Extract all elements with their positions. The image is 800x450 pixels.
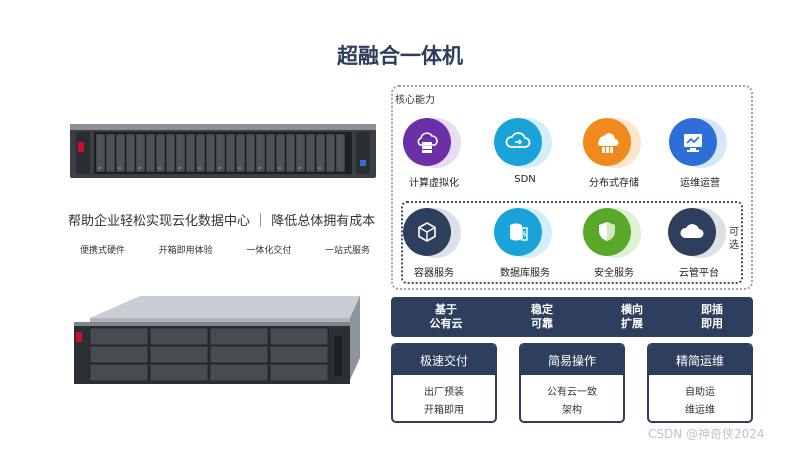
capability-sdn: SDN [480, 118, 570, 185]
database-icon [494, 208, 542, 256]
core-capability-label: 核心能力 [395, 95, 435, 106]
capability-label: 运维运营 [680, 178, 720, 189]
capability-ops: 运维运营 [655, 118, 745, 189]
capability-label: 安全服务 [594, 268, 634, 279]
cloud-sync-icon [494, 118, 542, 166]
feature-list: 便携式硬件 开箱即用体验 一体化交付 一站式服务 [80, 243, 370, 256]
advantage-item: 横向扩展 [621, 303, 643, 330]
capability-security-service: 安全服务 [569, 208, 659, 279]
watermark: CSDN @神奇侠2024 [648, 427, 765, 441]
monitor-icon [669, 118, 717, 166]
advantage-item: 稳定可靠 [531, 303, 553, 330]
benefit-body: 出厂预装开箱即用 [424, 387, 464, 416]
core-capability-panel [391, 85, 753, 290]
cloud-icon [668, 208, 716, 256]
capability-label: 云管平台 [679, 268, 719, 279]
benefit-body: 自助运维运维 [685, 387, 715, 416]
server-2u-image [70, 124, 376, 178]
benefit-body: 公有云一致架构 [547, 387, 597, 416]
feature-item: 一体化交付 [246, 246, 292, 256]
benefit-title: 极速交付 [393, 345, 495, 375]
advantage-item: 即插即用 [701, 303, 723, 330]
capability-label: 容器服务 [414, 268, 454, 279]
benefit-title: 精简运维 [649, 345, 751, 375]
feature-item: 一站式服务 [324, 246, 370, 256]
server-storage-image [74, 296, 360, 384]
capability-container-service: 容器服务 [389, 208, 479, 279]
feature-item: 开箱即用体验 [158, 246, 213, 256]
page-title: 超融合一体机 [337, 44, 463, 68]
cloud-storage-icon [583, 118, 631, 166]
advantage-item: 基于公有云 [429, 303, 463, 330]
advantage-bar: 基于公有云 稳定可靠 横向扩展 即插即用 [391, 297, 753, 337]
capability-label: SDN [514, 174, 536, 185]
tagline: 帮助企业轻松实现云化数据中心 ｜ 降低总体拥有成本 [68, 214, 376, 229]
capability-compute-virtualization: 计算虚拟化 [389, 118, 479, 189]
server-stack-icon [403, 118, 451, 166]
feature-item: 便携式硬件 [80, 246, 126, 256]
optional-capability-panel [401, 201, 743, 284]
capability-distributed-storage: 分布式存储 [569, 118, 659, 189]
container-cube-icon [403, 208, 451, 256]
capability-database-service: 数据库服务 [480, 208, 570, 279]
shield-icon [583, 208, 631, 256]
benefit-box-fast-delivery: 极速交付 出厂预装开箱即用 [391, 343, 497, 423]
optional-note: 可选 [729, 227, 739, 251]
benefit-title: 简易操作 [521, 345, 623, 375]
benefit-box-easy-operation: 简易操作 公有云一致架构 [519, 343, 625, 423]
capability-label: 数据库服务 [500, 268, 550, 279]
capability-cloud-management: 云管平台 [654, 208, 744, 279]
benefit-box-simple-ops: 精简运维 自助运维运维 [647, 343, 753, 423]
capability-label: 分布式存储 [589, 178, 639, 189]
capability-label: 计算虚拟化 [409, 178, 459, 189]
